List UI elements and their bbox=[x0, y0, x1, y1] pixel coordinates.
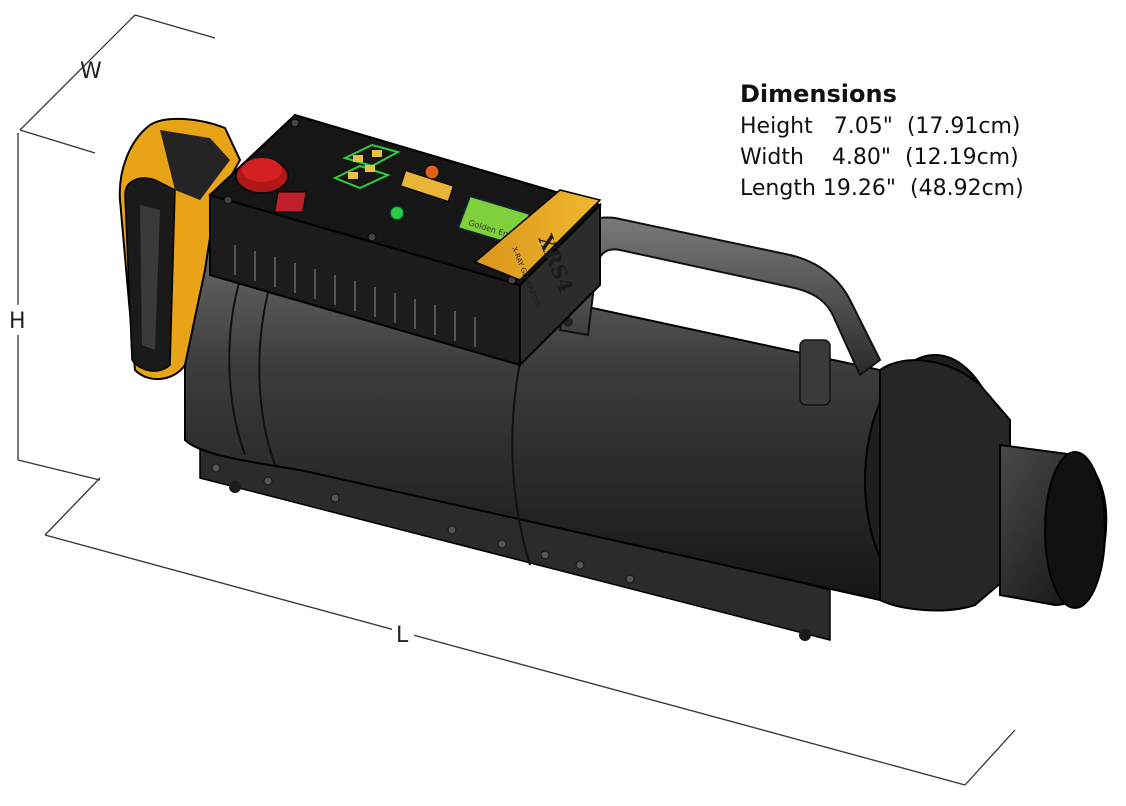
spec-inches: 19.26" bbox=[822, 176, 896, 201]
spec-cm: (17.91cm) bbox=[906, 114, 1021, 139]
spec-cm: (48.92cm) bbox=[910, 176, 1024, 201]
battery-pack[interactable] bbox=[118, 117, 242, 381]
control-module: Golden Engineering XRS4 X-RAY GENERATOR bbox=[208, 113, 602, 368]
model-plate bbox=[473, 189, 602, 281]
spec-inches: 4.80" bbox=[831, 145, 892, 170]
width-dimension-line bbox=[19, 14, 136, 131]
front-nozzle bbox=[864, 354, 1108, 612]
status-light-orange bbox=[424, 164, 440, 180]
height-label: H bbox=[9, 309, 26, 334]
length-dimension-line bbox=[44, 534, 966, 786]
dimension-lines bbox=[17, 14, 1016, 786]
width-label: W bbox=[80, 59, 102, 84]
spec-name: Length bbox=[740, 176, 816, 201]
spec-inches: 7.05" bbox=[833, 114, 893, 139]
keypad[interactable] bbox=[332, 143, 401, 190]
spec-name: Width bbox=[740, 145, 804, 170]
spec-row-length: Length 19.26" (48.92cm) bbox=[740, 176, 1024, 201]
ready-light-green bbox=[390, 206, 404, 220]
spec-cm: (12.19cm) bbox=[905, 145, 1019, 170]
spec-title: Dimensions bbox=[740, 80, 897, 108]
mode-key[interactable] bbox=[274, 191, 307, 213]
spec-row-height: Height 7.05" (17.91cm) bbox=[740, 114, 1021, 139]
spec-row-width: Width 4.80" (12.19cm) bbox=[740, 145, 1019, 170]
length-label: L bbox=[396, 623, 409, 648]
spec-name: Height bbox=[740, 114, 813, 139]
